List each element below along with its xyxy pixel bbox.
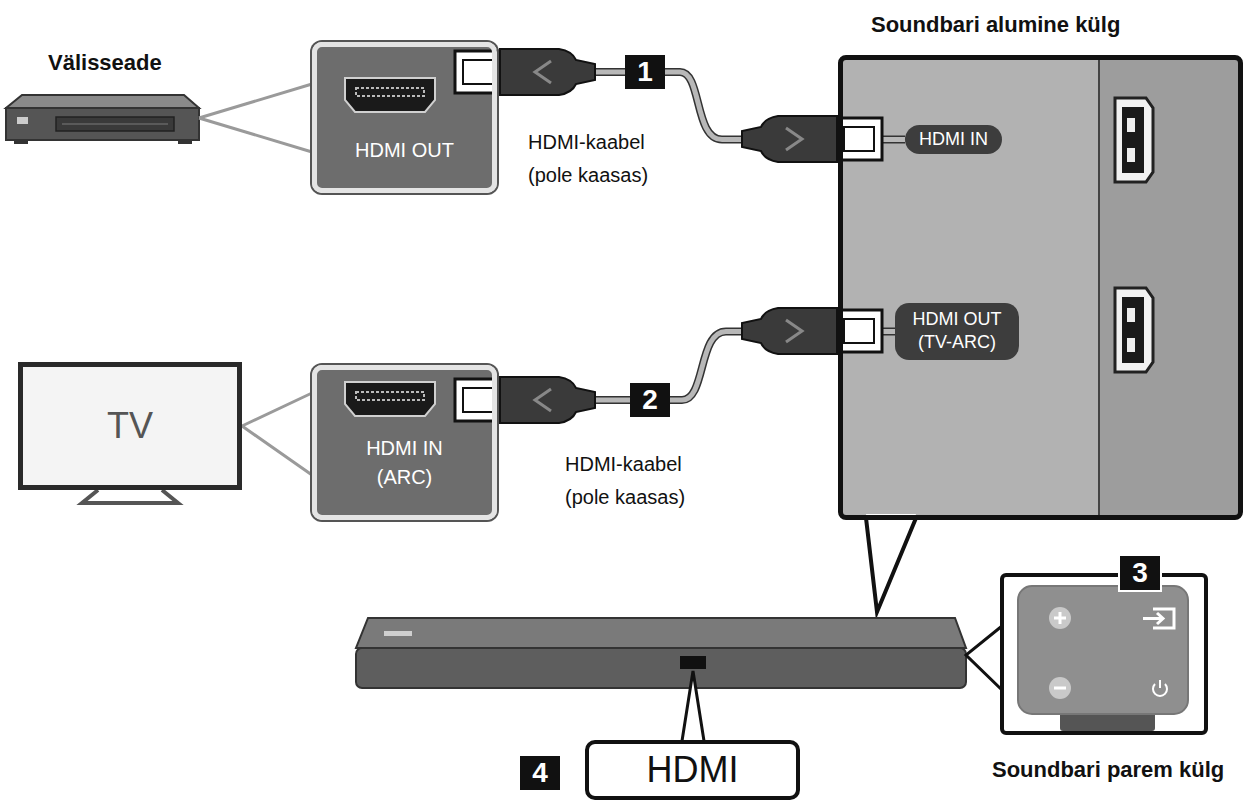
soundbar	[356, 618, 966, 688]
device-label: Välisseade	[48, 50, 162, 76]
port-panel: HDMI OUT	[312, 42, 497, 193]
callout-wedge	[966, 626, 1002, 690]
connector-stroke	[242, 393, 312, 475]
control-panel	[1018, 586, 1188, 731]
hdmi-plug	[742, 116, 882, 162]
callout-number: 3	[1120, 556, 1160, 590]
node-text: HDMI OUT (TV-ARC)	[903, 308, 1011, 355]
tv-screen: TV	[18, 362, 242, 490]
hdmi-socket	[1115, 288, 1153, 372]
panel-fill	[843, 60, 1238, 515]
callout-number: 1	[625, 55, 665, 89]
node-text: HDMI IN (ARC)	[347, 434, 462, 492]
tv-stand	[82, 490, 178, 503]
cable-label: HDMI-kaabel (pole kaasas)	[565, 448, 715, 514]
port-label: HDMI OUT (TV-ARC)	[895, 303, 1019, 360]
hdmi-plug	[455, 377, 595, 423]
callout-number: 4	[520, 756, 560, 790]
callout-pointer	[866, 518, 916, 612]
port-panel: HDMI IN (ARC)	[312, 365, 497, 520]
node-text: HDMI OUT	[317, 139, 492, 162]
hdmi-socket	[1115, 98, 1153, 182]
external-device	[6, 95, 199, 144]
leader-line	[682, 671, 704, 741]
callout-wedge	[242, 393, 312, 475]
hdmi-port	[345, 78, 435, 112]
hdmi-port	[345, 382, 435, 416]
node-text: TV	[107, 405, 153, 447]
node-text: HDMI IN	[919, 129, 988, 150]
hdmi-plug	[455, 49, 595, 95]
cable-label: HDMI-kaabel (pole kaasas)	[528, 126, 678, 192]
callout-pointer	[866, 514, 916, 612]
node-text: HDMI	[647, 749, 739, 791]
node-text: Soundbari parem külg	[992, 757, 1224, 783]
hdmi-plug	[742, 308, 882, 354]
soundbar-bottom-panel: Soundbari alumine külgHDMI INHDMI OUT (T…	[838, 55, 1243, 520]
port-label: HDMI IN	[905, 125, 1002, 154]
callout-box: HDMI	[585, 740, 800, 800]
callout-wedge	[199, 84, 312, 152]
callout-number: 2	[630, 383, 670, 417]
node-text: Soundbari alumine külg	[871, 12, 1120, 38]
side-panel: Soundbari parem külg	[1000, 573, 1208, 735]
